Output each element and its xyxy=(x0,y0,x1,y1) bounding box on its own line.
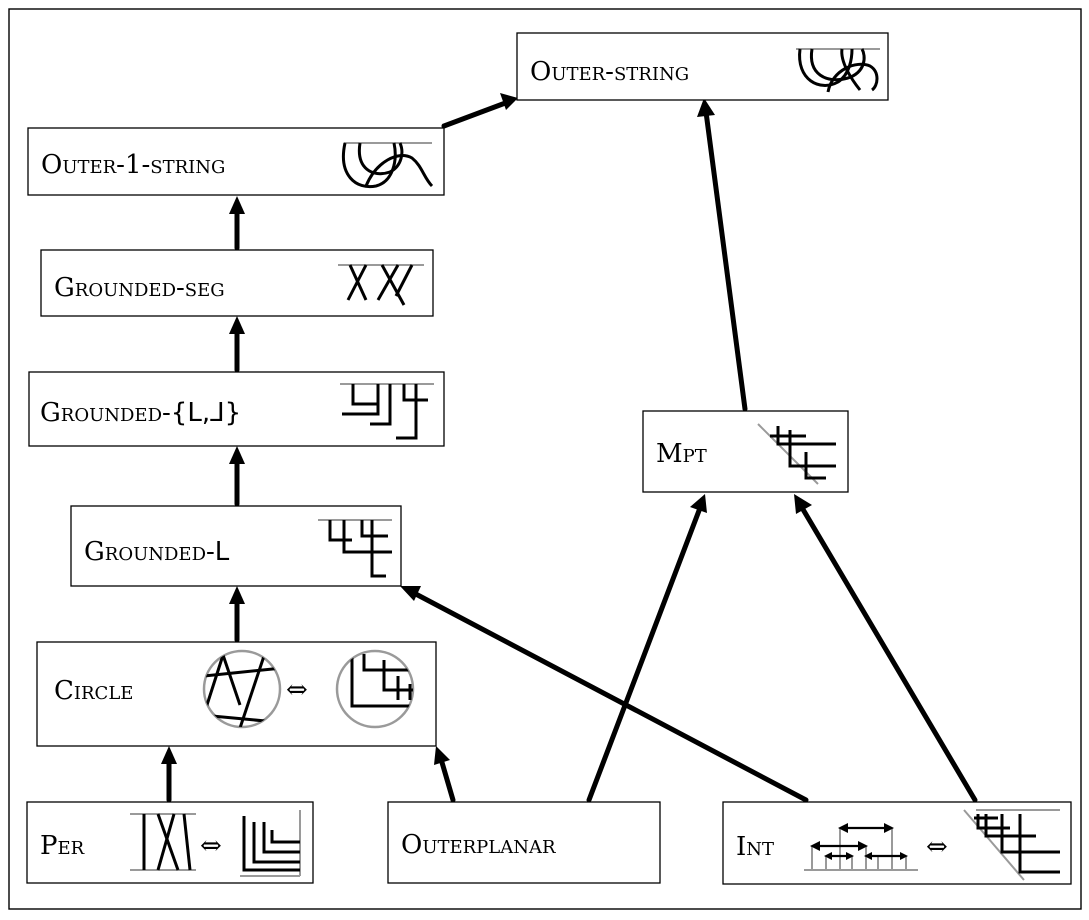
node-label: Circle xyxy=(54,676,133,706)
edges xyxy=(161,93,978,803)
grounded-l-icon xyxy=(318,519,392,578)
node-circle: Circle ⇔ xyxy=(36,641,437,747)
node-int: Int ⇔ xyxy=(722,801,1072,885)
node-grounded-l: Grounded-L xyxy=(70,505,402,587)
arrowhead xyxy=(690,494,707,513)
node-outerplanar: Outerplanar xyxy=(387,801,661,884)
mpt-icon xyxy=(757,423,836,485)
outer-string-icon xyxy=(796,48,880,93)
arrowhead xyxy=(161,746,177,764)
grounded-seg-icon xyxy=(338,264,424,306)
node-mpt: Mpt xyxy=(642,410,849,493)
permutation-icon xyxy=(130,813,196,871)
equivalence-symbol: ⇔ xyxy=(286,675,308,705)
node-outer-string: Outer-string xyxy=(516,32,889,101)
outer-1-string-icon xyxy=(342,142,434,189)
arrowhead xyxy=(229,196,245,214)
edge-outerplanar-to-circle xyxy=(438,756,456,803)
arrowhead xyxy=(794,494,812,514)
node-label: Per xyxy=(40,831,85,861)
svg-text:Grounded-L: Grounded-L xyxy=(84,537,230,567)
arrowhead xyxy=(434,746,450,765)
arrowhead xyxy=(229,586,245,604)
node-label: Outer-string xyxy=(530,57,689,87)
node-per: Per ⇔ xyxy=(26,801,314,884)
figure-frame xyxy=(8,8,1082,910)
node-outer-1-string: Outer-1-string xyxy=(27,127,445,196)
node-label: Grounded- xyxy=(84,537,215,567)
node-label: Outer-1-string xyxy=(41,150,225,180)
edge-mpt-to-outerstring xyxy=(703,109,748,412)
interval-icon xyxy=(804,823,918,871)
circle-chord-icon xyxy=(202,649,282,729)
edge-outer1string-to-outerstring xyxy=(441,99,511,129)
node-label: Mpt xyxy=(656,439,707,469)
arrowhead xyxy=(697,98,715,117)
arrowhead xyxy=(500,93,518,110)
edge-outerplanar-to-mpt xyxy=(586,505,703,803)
arrowhead xyxy=(229,446,245,464)
node-label: Grounded- xyxy=(40,398,171,428)
node-label: Grounded-seg xyxy=(54,273,225,303)
grounded-l-j-icon xyxy=(340,383,434,440)
arrowhead xyxy=(229,316,245,334)
equivalence-symbol: ⇔ xyxy=(200,831,222,861)
node-label-shape: L xyxy=(215,537,230,567)
node-label-set: {L,⅃} xyxy=(171,398,241,428)
per-grounded-l-icon xyxy=(240,810,301,877)
node-label: Outerplanar xyxy=(401,830,556,860)
node-grounded-lj: Grounded-{L,⅃} xyxy=(28,371,445,447)
edge-int-to-mpt xyxy=(798,503,978,803)
svg-text:Grounded-{L,⅃}: Grounded-{L,⅃} xyxy=(40,398,241,428)
edge-int-to-groundedl xyxy=(409,589,809,803)
circle-grounded-l-icon xyxy=(335,649,415,729)
int-grounded-l-icon xyxy=(963,809,1060,881)
node-grounded-seg: Grounded-seg xyxy=(40,249,434,317)
equivalence-symbol: ⇔ xyxy=(926,832,948,862)
node-label: Int xyxy=(736,832,774,862)
arrowhead xyxy=(400,586,421,601)
